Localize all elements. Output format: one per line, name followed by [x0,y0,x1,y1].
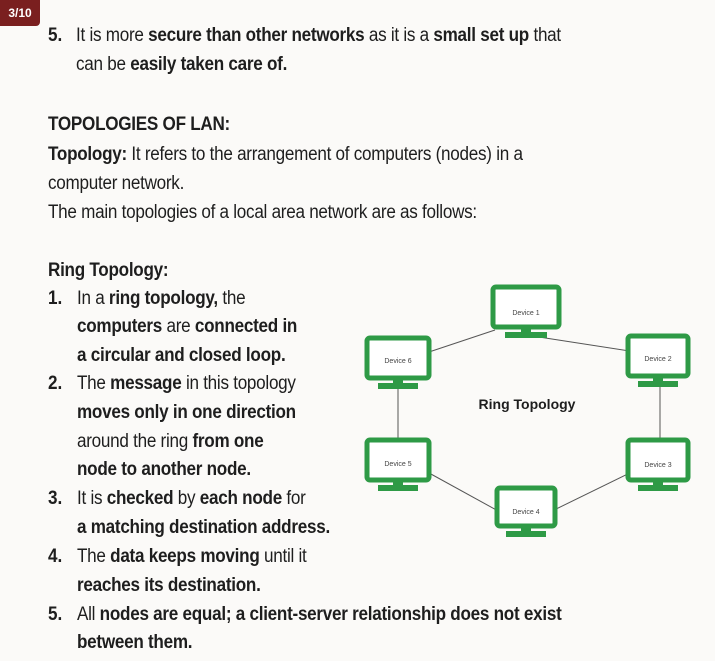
page-number-badge: 3/10 [0,0,40,26]
link-device6-device1 [419,329,496,356]
ring-point-2-line-3: around the ring from one [77,430,264,454]
bold-text: secure than other networks [148,25,365,46]
ring-connections [397,329,661,513]
bold-text: a matching destination address. [77,517,330,538]
ring-topology-heading: Ring Topology: [48,260,169,281]
ring-point-number: 1. [48,288,63,309]
ring-point-2-line-1: The message in this topology [77,372,296,396]
ring-point-5-line-2: between them. [77,631,193,655]
text: All [77,604,100,625]
ring-point-number: 2. [48,373,63,394]
bold-text: computers [77,316,162,337]
ring-point-3-line-2: a matching destination address. [77,516,330,540]
bold-text: nodes are equal; [99,604,232,625]
monitor-stand [393,378,403,384]
ring-point-2-line-2: moves only in one direction [77,401,296,425]
intro-point-number: 5. [48,25,63,46]
ring-point-1-line-3: a circular and closed loop. [77,344,286,368]
device-label: Device 6 [384,358,411,365]
text: in this topology [181,373,296,394]
topologies-heading: TOPOLOGIES OF LAN: [48,114,230,135]
text: It is [77,488,107,509]
device-5-computer: Device 5 [364,437,432,491]
text: It is more [76,25,149,46]
ring-point-1-line-1: In a ring topology, the [77,287,246,311]
bold-text: from one [192,431,264,452]
text: The [77,373,111,394]
bold-text: connected in [194,316,298,337]
text: until it [259,546,307,567]
topology-definition-line-1: Topology: It refers to the arrangement o… [48,143,523,167]
text: for [281,488,306,509]
ring-point-3-line-1: It is checked by each node for [77,487,306,511]
text: as it is a [364,25,434,46]
device-label: Device 4 [512,509,539,516]
monitor-stand [393,480,403,486]
monitor-icon [625,437,691,483]
monitor-stand [653,480,663,486]
bold-text: easily taken care of. [130,54,288,75]
text: by [173,488,200,509]
link-device4-device5 [419,467,501,513]
device-label: Device 2 [644,356,671,363]
monitor-base [506,531,546,537]
bold-text: ring topology, [108,288,218,309]
monitor-base [378,383,418,389]
text: In a [77,288,109,309]
monitor-base [378,485,418,491]
bold-text: node to another node. [77,459,251,480]
ring-point-4-line-1: The data keeps moving until it [77,545,307,569]
topology-term: Topology: [48,144,127,165]
bold-text: message [110,373,182,394]
bold-text: a client-server relationship does not ex… [235,604,562,625]
ring-point-5-line-1: All nodes are equal; a client-server rel… [77,603,562,627]
monitor-icon [364,437,432,483]
monitor-icon [494,485,558,529]
text: can be [76,54,131,75]
ring-point-2-line-4: node to another node. [77,458,251,482]
monitor-stand [521,327,531,333]
monitor-base [638,485,678,491]
device-6-computer: Device 6 [364,335,432,389]
text: that [528,25,561,46]
topology-definition-line-3: The main topologies of a local area netw… [48,202,477,223]
device-4-computer: Device 4 [494,485,558,537]
intro-point-line-1: It is more secure than other networks as… [76,24,561,48]
device-1-computer: Device 1 [490,284,562,338]
ring-point-4-line-2: reaches its destination. [77,574,261,598]
intro-point-line-2: can be easily taken care of. [76,53,287,77]
text: are [161,316,195,337]
text: The [77,546,111,567]
monitor-stand [521,526,531,532]
topology-definition-line-2: computer network. [48,173,185,194]
bold-text: data keeps moving [110,546,260,567]
monitor-base [505,332,547,338]
device-3-computer: Device 3 [625,437,691,491]
device-label: Device 3 [644,462,671,469]
device-label: Device 5 [384,461,411,468]
bold-text: reaches its destination. [77,575,261,596]
text: around the ring [77,431,193,452]
diagram-title: Ring Topology [479,396,576,412]
bold-text: each node [199,488,282,509]
bold-text: checked [106,488,174,509]
bold-text: a circular and closed loop. [77,345,286,366]
monitor-base [638,381,678,387]
device-label: Device 1 [512,310,539,317]
ring-point-number: 5. [48,604,63,625]
text: It refers to the arrangement of computer… [126,144,523,165]
ring-point-number: 3. [48,488,63,509]
link-device3-device4 [549,467,641,513]
monitor-stand [653,376,663,382]
monitor-icon [490,284,562,330]
device-2-computer: Device 2 [625,333,691,387]
text: the [217,288,246,309]
bold-text: moves only in one direction [77,402,296,423]
bold-text: small set up [433,25,529,46]
ring-point-number: 4. [48,546,63,567]
ring-point-1-line-2: computers are connected in [77,315,297,339]
bold-text: between them. [77,632,193,653]
